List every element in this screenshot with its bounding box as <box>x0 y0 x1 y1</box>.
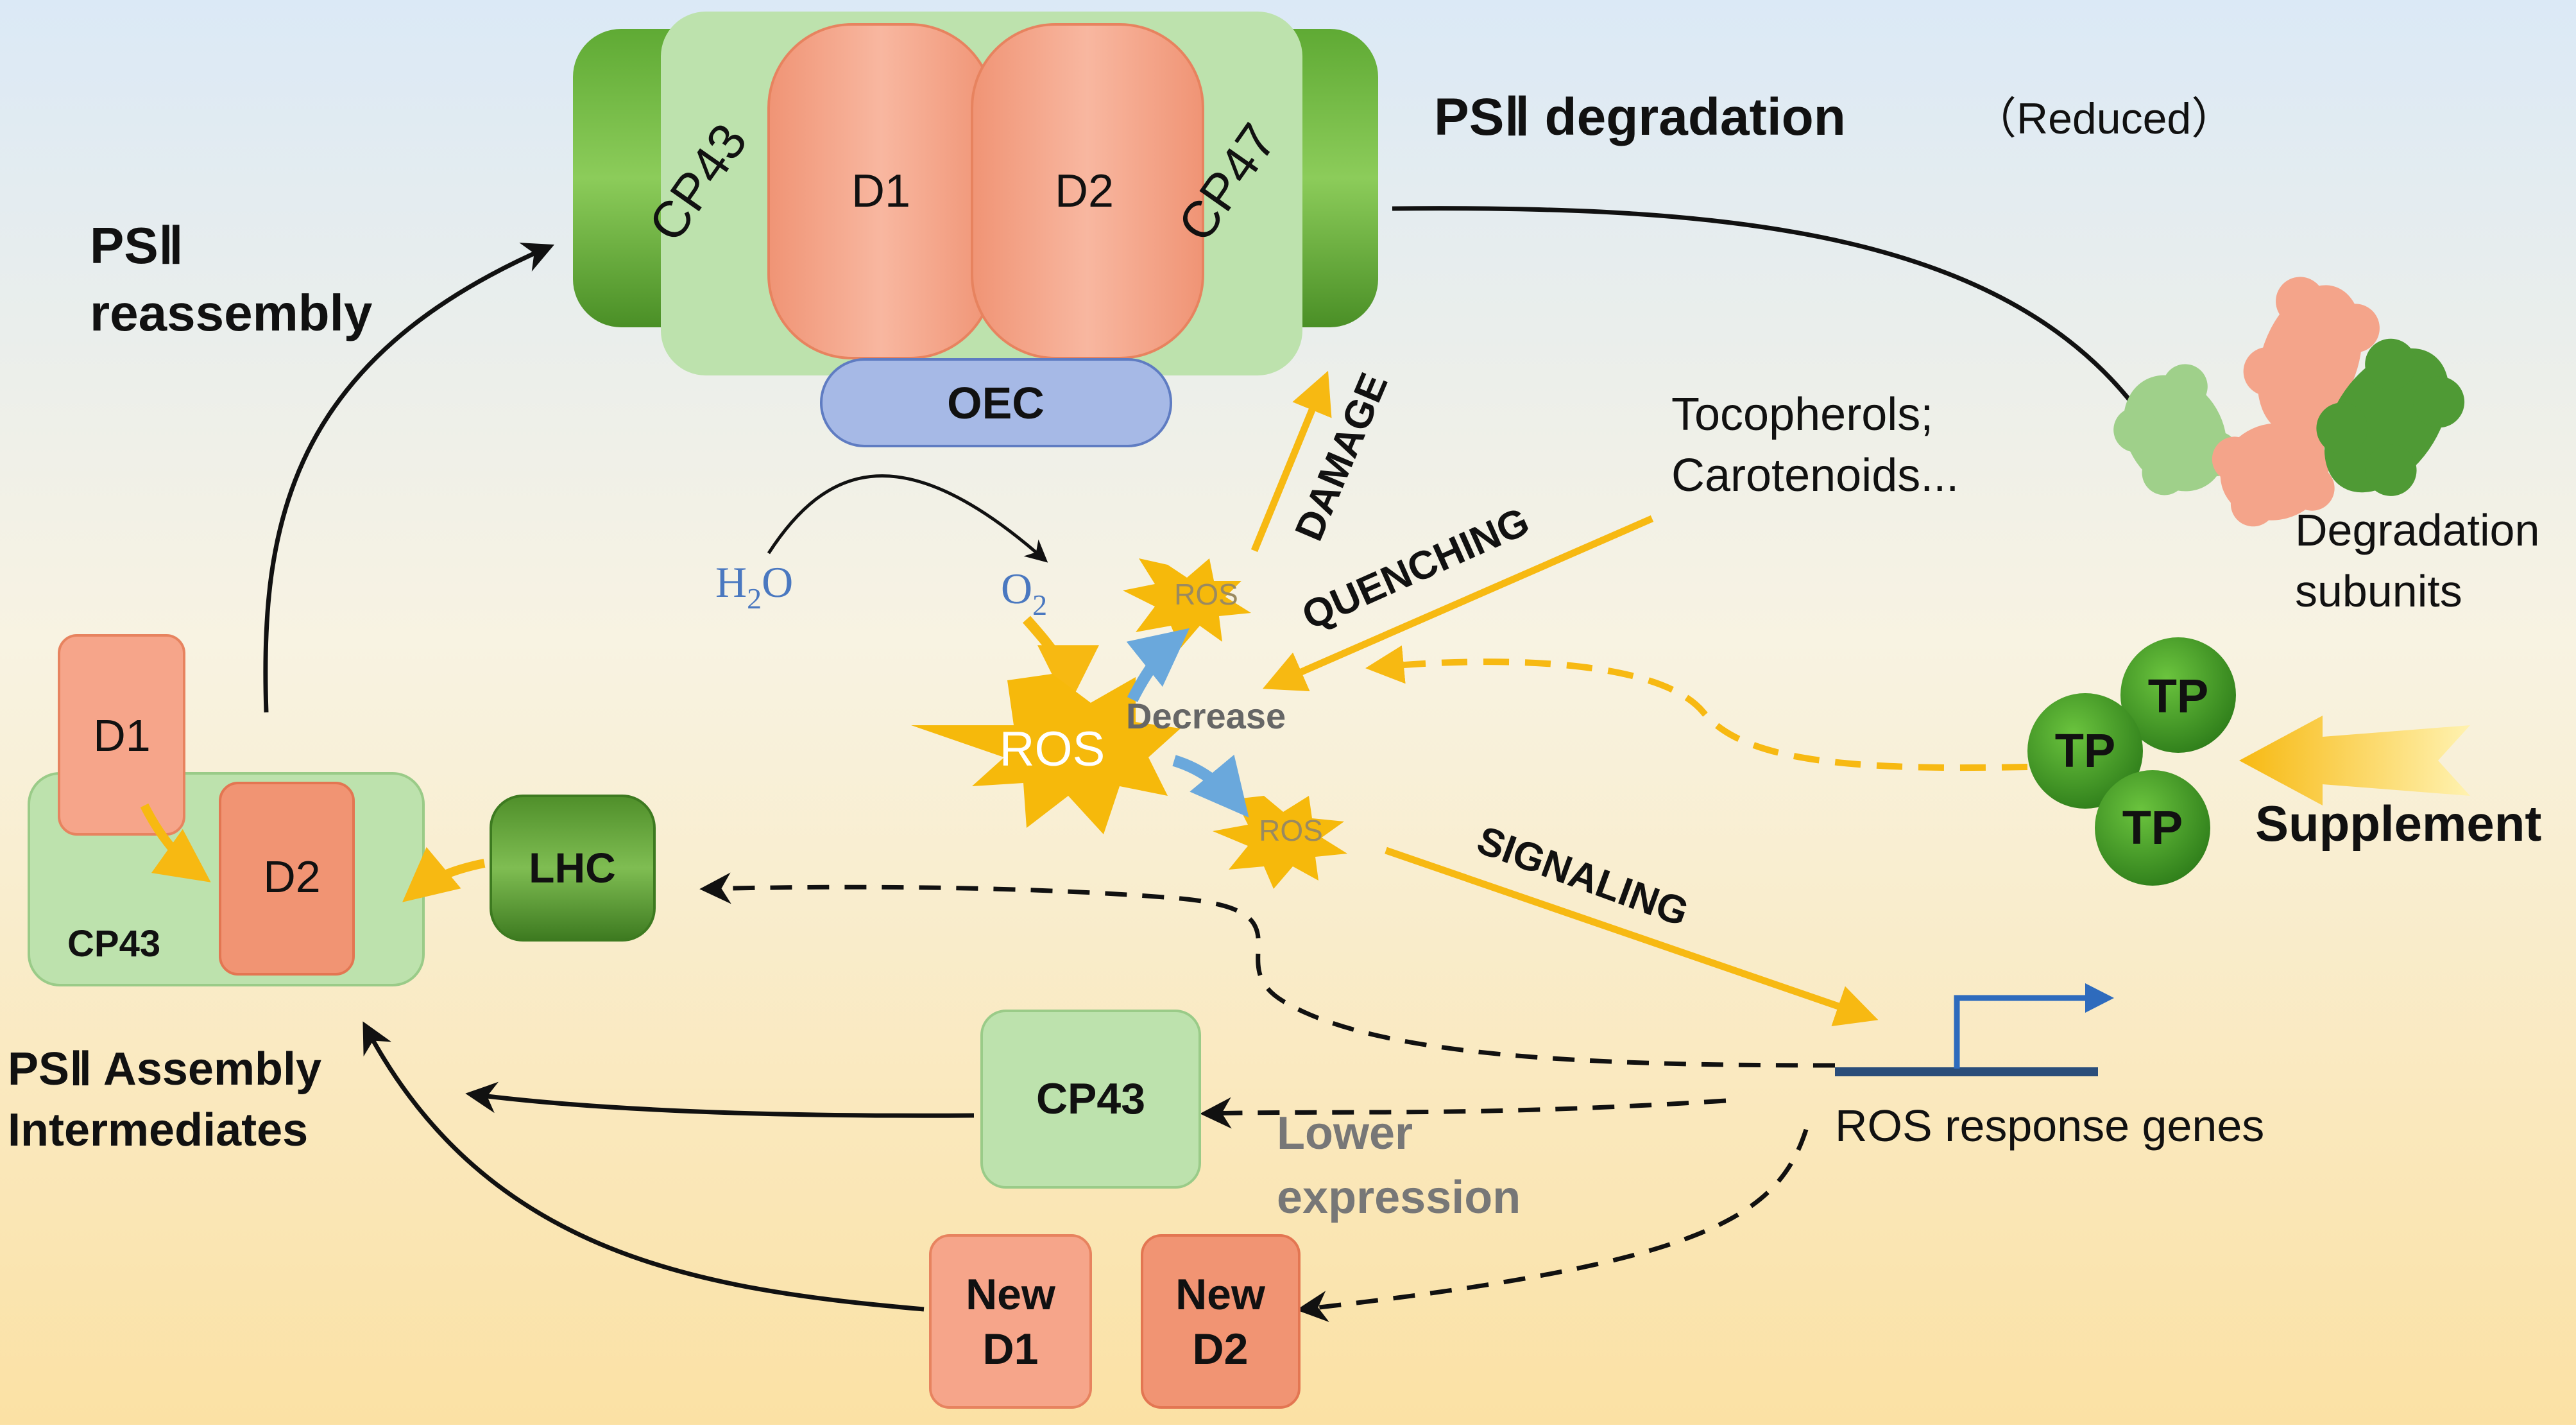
new-d2-label-2: D2 <box>1193 1325 1249 1373</box>
degradation-arrow <box>1392 206 2156 437</box>
reassembly-label-1: PSⅡ <box>90 217 183 274</box>
degradation-subunits-label-1: Degradation <box>2295 505 2539 555</box>
supplement-arrow <box>2239 716 2470 805</box>
degradation-note: （Reduced） <box>1973 94 2235 143</box>
quenching-arrow <box>1262 515 1654 692</box>
new-cp43-label: CP43 <box>1036 1074 1145 1123</box>
degradation-subunits-blobs <box>2113 277 2465 527</box>
assembly-intermediate: D1 D2 CP43 <box>28 634 425 986</box>
ros-response-gene <box>1835 983 2114 1076</box>
new-d2-box <box>1141 1234 1301 1409</box>
oec-label: OEC <box>947 378 1045 428</box>
reassembly-label-2: reassembly <box>90 284 373 341</box>
water-oxidation-arrow <box>767 474 1048 563</box>
reassembly-arrow <box>263 243 554 713</box>
gene-arrow-head <box>2085 983 2114 1013</box>
lhc-box <box>490 795 656 942</box>
ros-bottom-burst <box>1213 796 1347 889</box>
d1-to-d2-arrow <box>140 803 211 882</box>
psii-d1-label: D1 <box>851 166 910 217</box>
tp-sphere-bottom <box>2095 770 2210 886</box>
tp-cluster: TP TP TP <box>2027 637 2236 886</box>
assembly-cp43-label: CP43 <box>67 923 160 965</box>
new-d1-to-assembly-arrow <box>363 1021 925 1312</box>
ros-response-genes-label: ROS response genes <box>1835 1101 2264 1151</box>
tp-label-top: TP <box>2148 669 2209 723</box>
decrease-label: Decrease <box>1126 696 1286 736</box>
damage-arrow <box>1250 370 1332 553</box>
water-sub: 2 <box>747 582 762 615</box>
dashed-arrow-to-new-d2 <box>1296 1128 1809 1322</box>
oxygen-sub: 2 <box>1032 589 1047 621</box>
supplement-label: Supplement <box>2255 795 2541 852</box>
assembly-d2-box <box>219 782 355 976</box>
water-label: H2O <box>715 558 793 615</box>
signaling-arrow <box>1385 847 1879 1027</box>
ros-top-burst <box>1123 558 1251 648</box>
degradation-subunits-label-2: subunits <box>2295 566 2462 616</box>
new-d1-box <box>929 1234 1092 1409</box>
lhc-to-assembly-arrow <box>402 847 486 902</box>
cp43-to-assembly-arrow <box>465 1081 975 1118</box>
degraded-blob-dark-green <box>2324 348 2450 493</box>
assembly-d1-label: D1 <box>93 710 150 761</box>
oec-subunit <box>820 358 1172 447</box>
water-o: O <box>762 558 793 606</box>
oxygen-o: O <box>1001 564 1032 613</box>
assembly-d2-label: D2 <box>263 852 320 902</box>
lower-expression-label-1: Lower <box>1277 1108 1413 1159</box>
degradation-title: PSⅡ degradation <box>1434 88 1846 146</box>
new-d1-label-1: New <box>966 1270 1056 1319</box>
oxygen-label: O2 <box>1001 564 1047 621</box>
tp-sphere-top <box>2120 637 2236 753</box>
new-d1-label-2: D1 <box>983 1325 1039 1373</box>
water-h: H <box>715 558 747 606</box>
tp-label-bottom: TP <box>2122 801 2183 854</box>
assembly-d1-box <box>58 634 185 836</box>
ros-center-burst <box>911 674 1181 834</box>
ros-center-label: ROS <box>1000 722 1105 777</box>
assembly-title-1: PSⅡ Assembly <box>8 1044 321 1095</box>
antioxidants-label-1: Tocopherols; <box>1671 389 1933 440</box>
lower-expression-label-2: expression <box>1277 1172 1521 1223</box>
decrease-arrow-up <box>1126 628 1190 703</box>
psii-complex: CP43 D1 D2 CP47 OEC <box>573 12 1378 447</box>
dashed-arrow-to-lhc <box>699 872 1836 1068</box>
decrease-arrow-down <box>1172 754 1249 818</box>
assembly-title-2: Intermediates <box>8 1105 308 1156</box>
tp-sphere-left <box>2027 693 2143 809</box>
psii-d2-label: D2 <box>1055 166 1114 217</box>
new-d2-label-1: New <box>1175 1270 1266 1319</box>
new-cp43-box <box>980 1010 1201 1189</box>
antioxidants-label-2: Carotenoids... <box>1671 450 1959 501</box>
lhc-label: LHC <box>529 844 616 891</box>
ros-top-label: ROS <box>1174 578 1238 611</box>
tp-quench-dashed-arrow <box>1365 645 2028 771</box>
gene-promoter-arrow <box>1954 995 2088 1069</box>
tp-label-left: TP <box>2055 724 2116 777</box>
ros-bottom-label: ROS <box>1259 814 1323 847</box>
dashed-arrow-to-cp43 <box>1200 1097 1727 1129</box>
